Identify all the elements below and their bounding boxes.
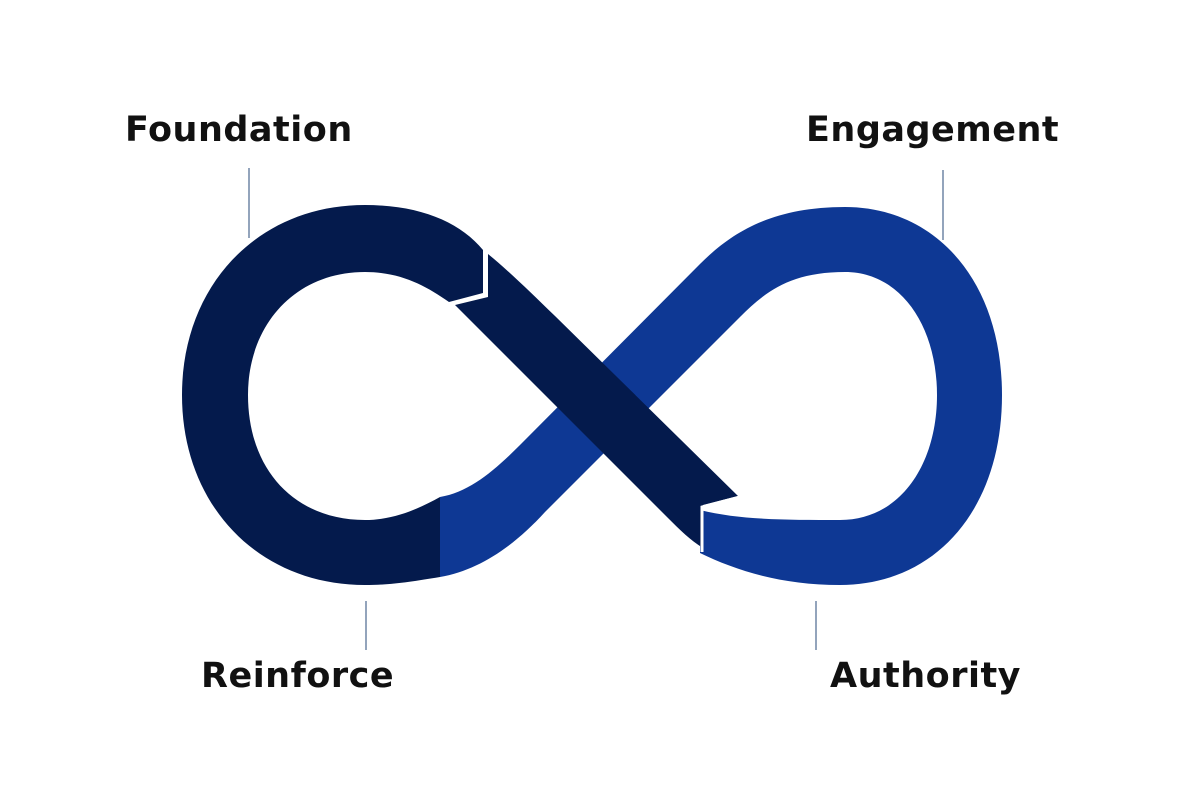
label-authority: Authority (830, 656, 1022, 696)
band-navy-diagonal (455, 254, 738, 548)
segment-foundation-reinforce-left-loop (182, 205, 483, 585)
label-reinforce: Reinforce (201, 656, 395, 696)
joint-notch-top (449, 250, 487, 306)
segment-engagement-authority-right-loop (700, 207, 1002, 585)
joint-notch-bottom (700, 495, 741, 552)
band-blue-diagonal (440, 207, 845, 577)
label-foundation: Foundation (125, 110, 353, 150)
label-engagement: Engagement (806, 110, 1060, 150)
